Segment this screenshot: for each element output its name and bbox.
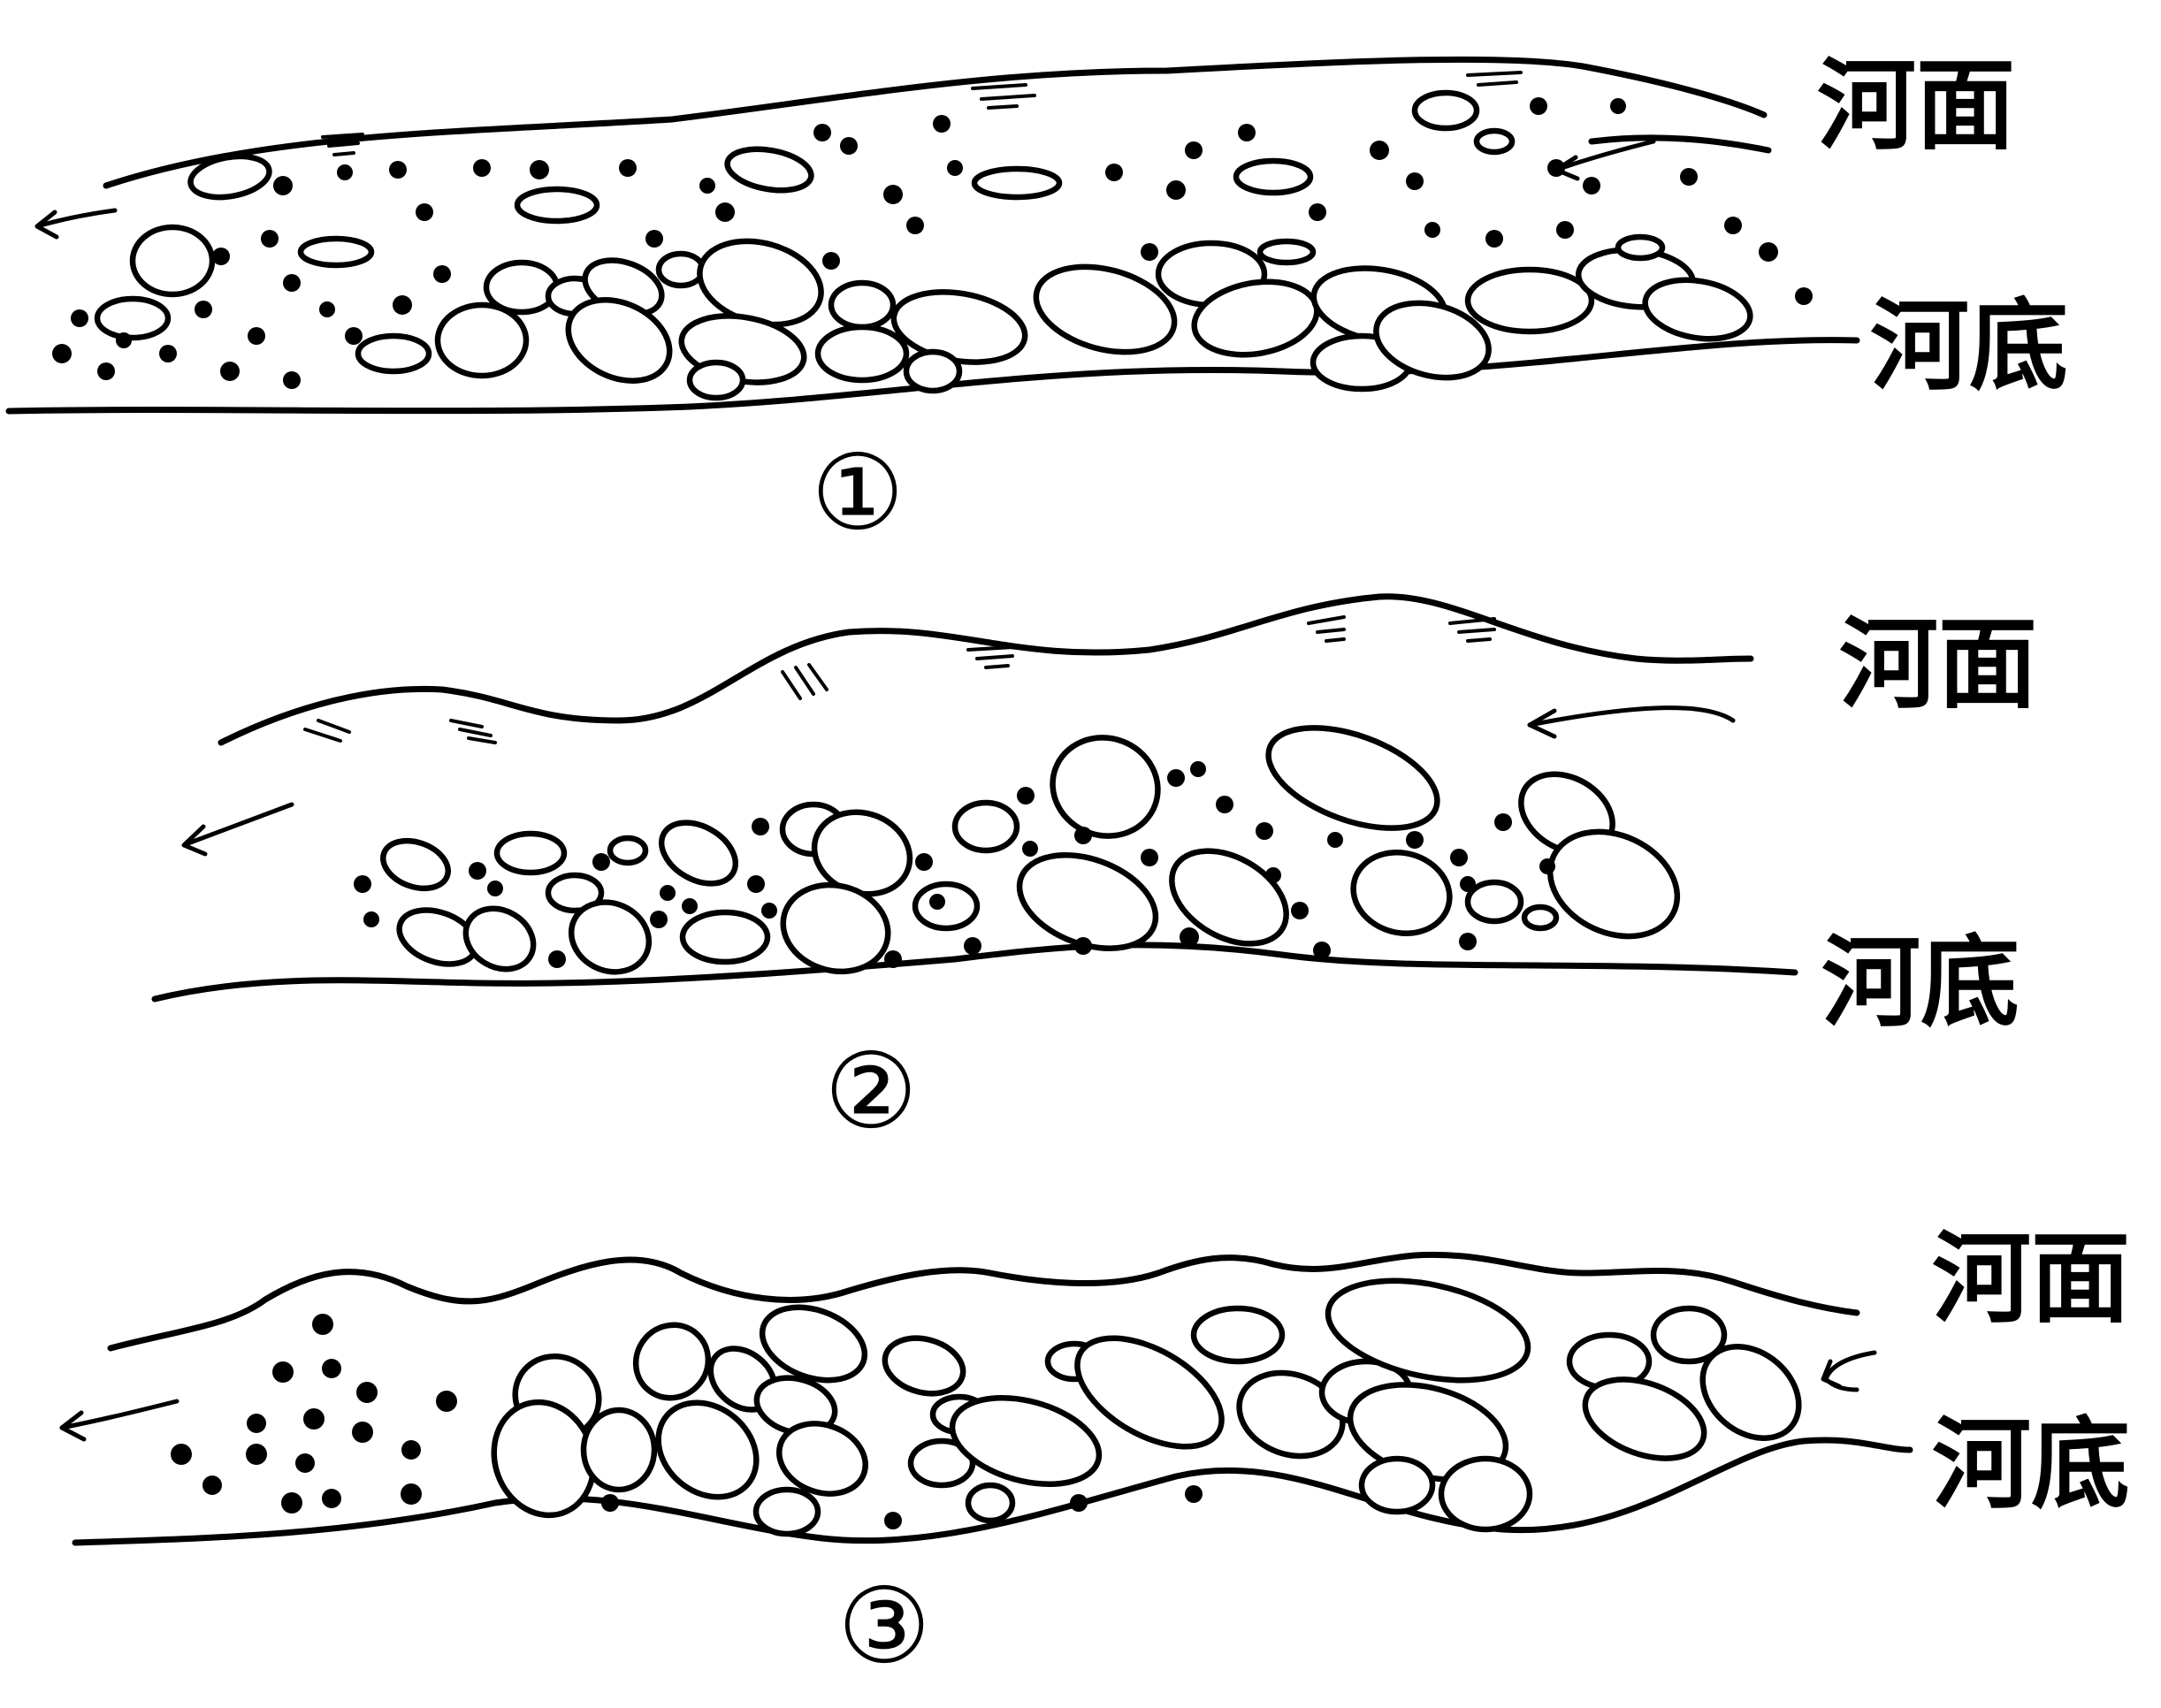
panel-3-stones bbox=[491, 1277, 1802, 1537]
panel-2-flow-arrow-right bbox=[1527, 705, 1736, 739]
panel-3-river-bed bbox=[72, 1437, 1913, 1546]
panel-3-flow-arrow-right bbox=[1821, 1350, 1877, 1392]
panel-3-water-surface bbox=[107, 1251, 1860, 1352]
panel-1-number: ① bbox=[811, 431, 905, 553]
panel-3-surface-label: 河面 bbox=[1932, 1221, 2130, 1337]
panel-3-number: ③ bbox=[837, 1565, 931, 1687]
panel-2-stones bbox=[380, 725, 1681, 975]
panel-2-water-surface bbox=[218, 593, 1754, 746]
panel-3-flow-arrow-left bbox=[59, 1399, 179, 1442]
panel-2-number: ② bbox=[824, 1030, 918, 1152]
panel-2-surface-label: 河面 bbox=[1839, 606, 2037, 722]
panel-2: 河面 河底 ② bbox=[151, 593, 2037, 1152]
panel-1-surface-ripples bbox=[321, 71, 1523, 156]
panel-2-surface-ripples bbox=[303, 615, 1496, 744]
panel-1-bed-label: 河底 bbox=[1870, 288, 2068, 404]
panel-1-flow-arrow-right bbox=[1554, 139, 1656, 181]
panel-3: 河面 河底 ③ bbox=[59, 1221, 2130, 1687]
panel-1: 河面 河底 ① bbox=[5, 48, 2068, 553]
panel-2-bed-label: 河底 bbox=[1821, 925, 2020, 1041]
panel-2-sediment-dots bbox=[354, 761, 1555, 968]
panel-1-flow-arrow-left bbox=[34, 208, 118, 240]
panel-3-sediment-dots bbox=[171, 1314, 1203, 1529]
panel-3-bed-label: 河底 bbox=[1932, 1407, 2130, 1522]
panel-1-water-surface-right bbox=[1588, 134, 1772, 154]
panel-2-river-bed bbox=[151, 942, 1798, 1003]
panel-1-stones bbox=[94, 89, 1753, 401]
panel-1-water-surface bbox=[103, 56, 1768, 189]
panel-1-surface-label: 河面 bbox=[1817, 48, 2015, 164]
panel-2-flow-arrow-left bbox=[181, 802, 294, 857]
panel-1-sediment-dots bbox=[52, 97, 1813, 389]
